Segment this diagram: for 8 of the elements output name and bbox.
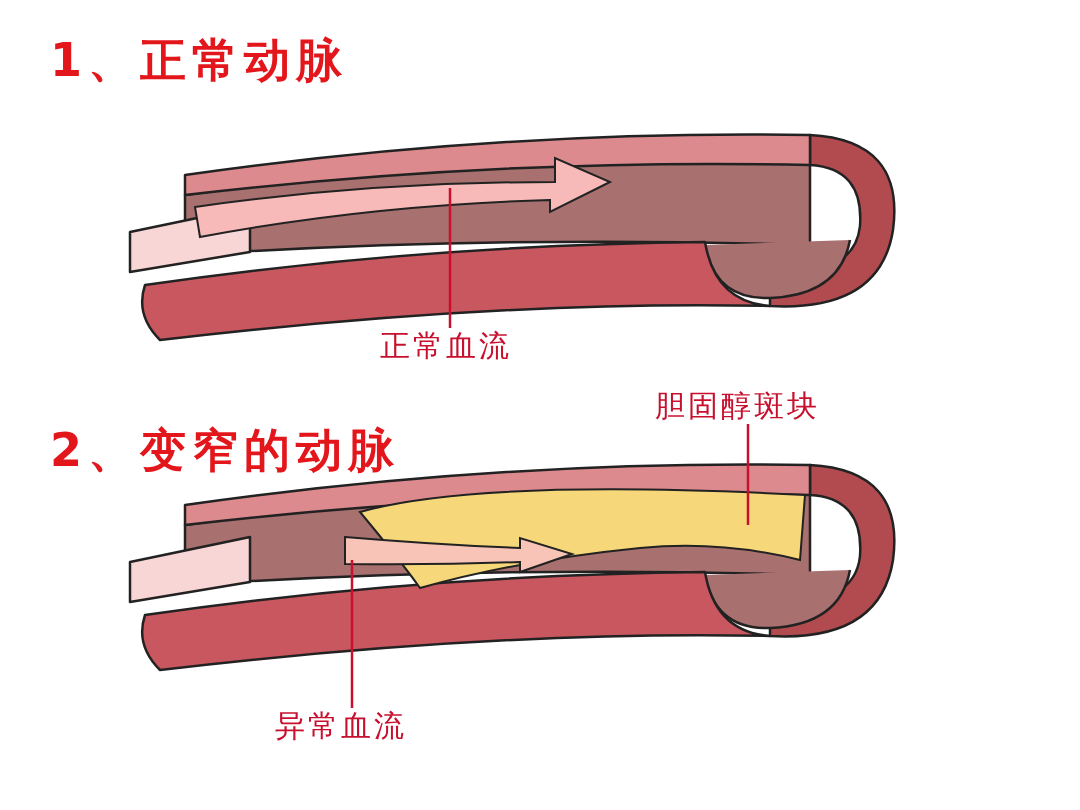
part-label: 异常血流 <box>275 708 407 744</box>
blood-flow-arrow <box>344 536 573 573</box>
section-heading: 1、正常动脉 <box>50 32 348 89</box>
blood-flow-arrow <box>194 157 611 238</box>
leader-line <box>746 424 750 525</box>
leader-line <box>350 560 354 708</box>
section-heading: 2、变窄的动脉 <box>50 422 400 479</box>
leader-line <box>448 188 452 328</box>
